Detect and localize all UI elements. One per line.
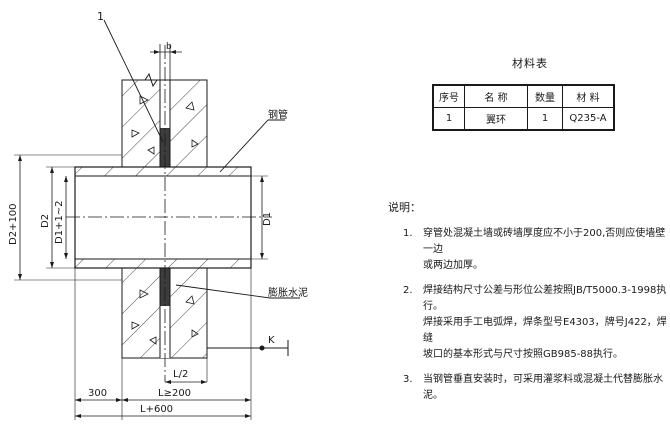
note-line: 坡口的基本形式与尺寸按照GB985-88执行。 [423,349,624,360]
l-ge-200-label: L≥200 [158,388,191,399]
steel-pipe-leader [219,119,285,173]
header-seq: 序号 [432,84,465,108]
b-dimension [150,44,182,80]
cell-name: 翼环 [464,107,528,131]
b-label: b [166,42,172,52]
note-number: 2. [403,285,413,296]
d2-plus-100-label: D2+100 [8,203,19,245]
k-label: K [268,335,275,346]
expansion-cement-label: 膨胀水泥 [268,286,308,299]
material-table: 序号 名 称 数量 材 料 1 翼环 1 Q235-A [432,84,615,131]
left-dimensions [14,154,268,281]
cell-seq: 1 [432,107,465,131]
note-line: 焊接采用手工电弧焊，焊条型号E4303，牌号J422，焊缝 [423,317,667,344]
note-item: 1. 穿管处混凝土墙或砖墙厚度应不小于200,否则应使墙壁一边 或两边加厚。 [388,226,670,274]
section-k-marker [207,340,289,356]
part-1-label: 1 [97,10,104,23]
note-line: 当钢管垂直安装时，可采用灌浆料或混凝土代替膨胀水泥。 [423,374,663,401]
cell-qty: 1 [527,107,563,131]
note-text: 焊接结构尺寸公差与形位公差按照JB/T5000.3-1998执行。 焊接采用手工… [423,283,670,363]
expansion-cement-leader [175,284,300,299]
material-table-header-row: 序号 名 称 数量 材 料 [432,84,615,108]
dim-300-label: 300 [88,388,107,399]
d1-plus-label: D1+1~2 [54,200,65,244]
note-line: 或两边加厚。 [423,260,483,271]
part-1-leader [103,19,164,143]
material-table-title: 材料表 [512,57,548,70]
note-number: 3. [403,374,413,385]
notes-heading: 说明： [388,201,421,214]
cell-material: Q235-A [562,107,615,131]
table-row: 1 翼环 1 Q235-A [432,107,615,131]
notes-section: 说明： 1. 穿管处混凝土墙或砖墙厚度应不小于200,否则应使墙壁一边 或两边加… [388,200,670,413]
note-text: 当钢管垂直安装时，可采用灌浆料或混凝土代替膨胀水泥。 [423,372,670,404]
note-item: 3. 当钢管垂直安装时，可采用灌浆料或混凝土代替膨胀水泥。 [388,372,670,404]
steel-pipe [74,166,252,269]
steel-pipe-label: 钢管 [268,108,288,121]
note-line: 焊接结构尺寸公差与形位公差按照JB/T5000.3-1998执行。 [423,285,667,312]
note-item: 2. 焊接结构尺寸公差与形位公差按照JB/T5000.3-1998执行。 焊接采… [388,283,670,363]
note-text: 穿管处混凝土墙或砖墙厚度应不小于200,否则应使墙壁一边 或两边加厚。 [423,226,670,274]
l-plus-600-label: L+600 [140,404,173,415]
l-half-label: L/2 [173,369,188,380]
note-number: 1. [403,228,413,239]
bottom-dimensions [74,268,252,420]
wing-ring-top [160,128,170,168]
d2-label: D2 [40,214,51,228]
header-material: 材 料 [562,84,615,108]
header-name: 名 称 [464,84,528,108]
note-line: 穿管处混凝土墙或砖墙厚度应不小于200,否则应使墙壁一边 [423,228,666,255]
d1-label: D1 [262,212,273,226]
header-qty: 数量 [527,84,563,108]
